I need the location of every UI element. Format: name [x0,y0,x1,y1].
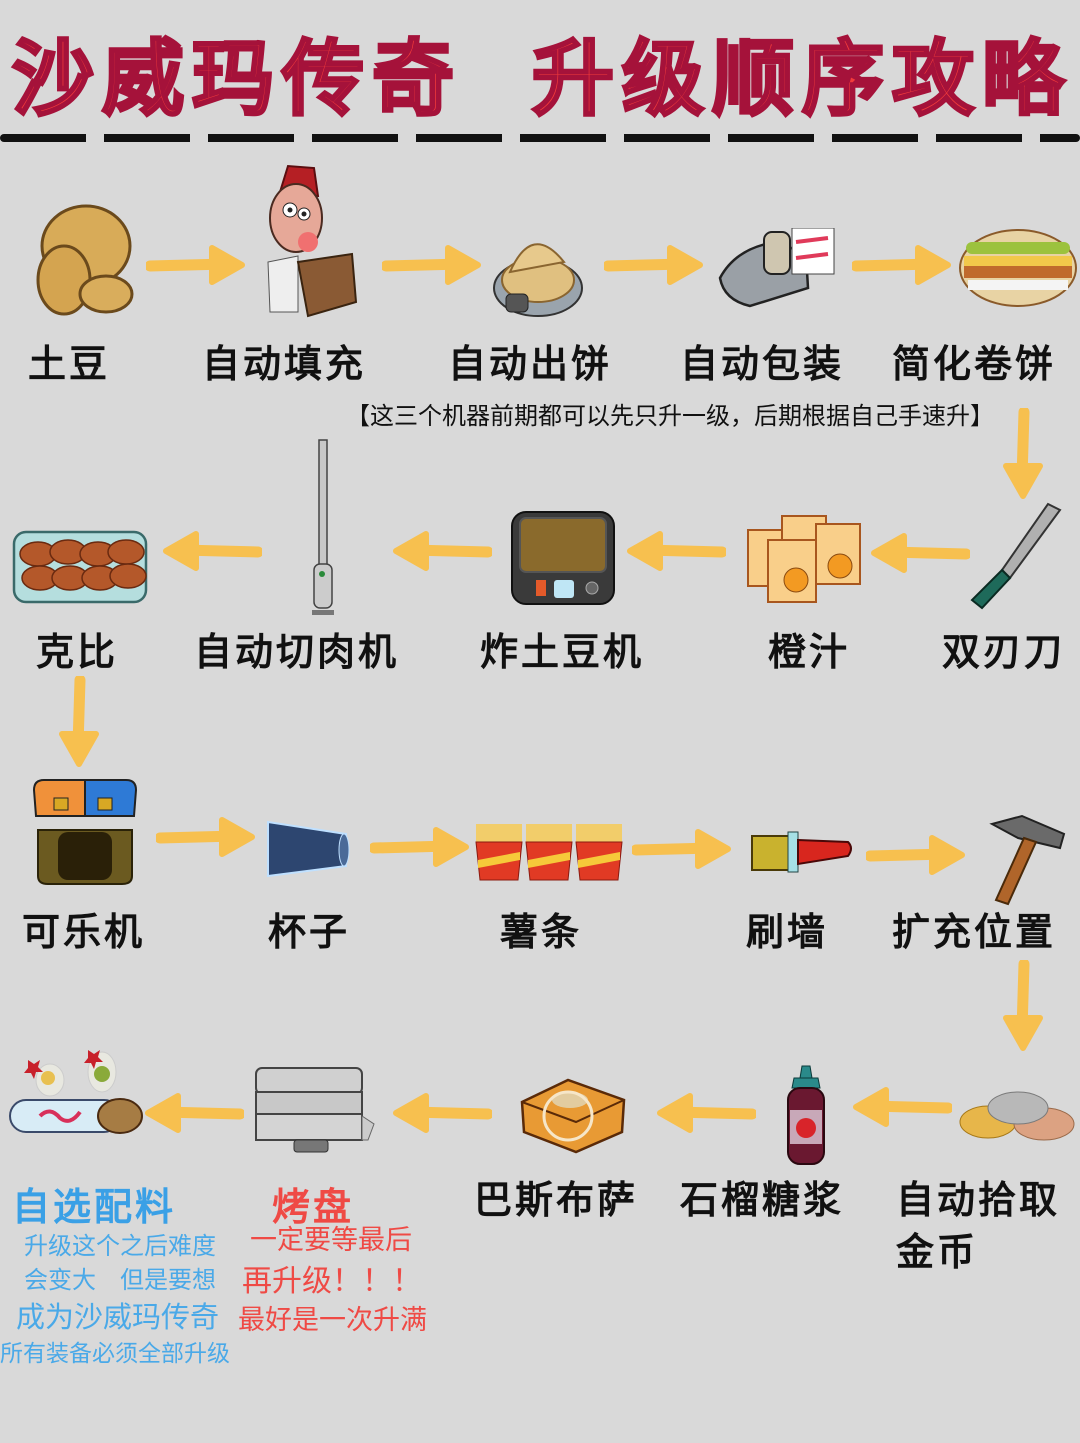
grill-plate-note-1: 一定要等最后 [250,1225,412,1256]
label-auto-wrap: 自动包装 [680,342,845,386]
orange-juice-icon [744,510,862,604]
label-paint-wall: 刷墙 [746,910,829,954]
soda-machine-icon [30,776,140,888]
arrow-right-icon [852,244,952,286]
arrow-right-icon [156,816,256,858]
fries-icon [474,822,624,884]
meat-slicer-icon [308,438,338,618]
cup-icon [266,818,350,880]
shopkeeper-box-icon [258,162,358,320]
title-divider [0,134,1080,142]
potato-icon [24,198,134,316]
arrow-left-icon [852,1086,952,1128]
label-pomegranate-syrup: 石榴糖浆 [680,1178,845,1222]
label-grill-plate: 烤盘 [272,1185,355,1229]
kibbeh-icon [10,526,150,606]
arrow-right-icon [382,244,482,286]
arrow-left-icon [144,1092,244,1134]
wrapping-machine-icon [716,227,840,310]
arrow-right-icon [866,834,966,876]
arrow-right-icon [632,828,732,870]
pomegranate-syrup-icon [782,1064,830,1168]
label-soda-machine: 可乐机 [22,910,146,954]
flatbread-machine-icon [492,222,584,322]
label-custom-toppings: 自选配料 [12,1185,177,1229]
grill-plate-note-2: 再升级！！！ [242,1264,422,1299]
custom-toppings-note-4: 所有装备必须全部升级 [0,1341,230,1367]
arrow-left-icon [656,1092,756,1134]
label-cup: 杯子 [268,910,351,954]
label-fries: 薯条 [500,910,583,954]
knife-icon [968,500,1064,612]
arrow-left-icon [392,1092,492,1134]
custom-toppings-icon [6,1046,144,1138]
label-auto-fill: 自动填充 [202,342,367,386]
grill-plate-note-3: 最好是一次升满 [238,1305,427,1336]
paintbrush-icon [750,830,856,874]
hammer-icon [988,814,1068,906]
grill-plate-icon [252,1064,378,1154]
label-fryer: 炸土豆机 [480,630,645,674]
title-game-name: 沙威玛传奇 [10,31,463,129]
label-auto-collect-coins: 金币 [896,1230,979,1274]
label-simple-wrap: 简化卷饼 [892,342,1057,386]
label-expand-slots: 扩充位置 [892,910,1057,954]
custom-toppings-note-1: 升级这个之后难度 [24,1232,216,1260]
label-auto-bread: 自动出饼 [448,342,613,386]
label-basbousa: 巴斯布萨 [474,1178,639,1222]
page-title: 沙威玛传奇升级顺序攻略 [10,30,1080,130]
label-meat-slicer: 自动切肉机 [194,630,400,674]
arrow-right-icon [370,826,470,868]
fryer-icon [508,508,618,608]
basbousa-icon [518,1076,628,1156]
label-auto-collect: 自动拾取 [896,1178,1061,1222]
custom-toppings-note-3: 成为沙威玛传奇 [16,1300,220,1334]
arrow-down-icon [58,676,102,768]
title-guide-name: 升级顺序攻略 [531,31,1073,129]
arrow-right-icon [604,244,704,286]
label-knife: 双刃刀 [942,630,1066,674]
arrow-left-icon [870,532,970,574]
custom-toppings-note-2: 会变大 但是要想 [24,1266,216,1294]
coins-icon [958,1088,1076,1144]
wrap-sandwich-icon [958,228,1078,308]
label-kibbeh: 克比 [36,630,119,674]
arrow-left-icon [626,530,726,572]
label-potato: 土豆 [28,342,111,386]
arrow-left-icon [162,530,262,572]
row1-note: 【这三个机器前期都可以先只升一级，后期根据自己手速升】 [346,402,994,430]
arrow-right-icon [146,244,246,286]
arrow-down-icon [1002,960,1046,1060]
label-orange-juice: 橙汁 [768,630,851,674]
arrow-left-icon [392,530,492,572]
arrow-down-icon [1002,408,1046,500]
